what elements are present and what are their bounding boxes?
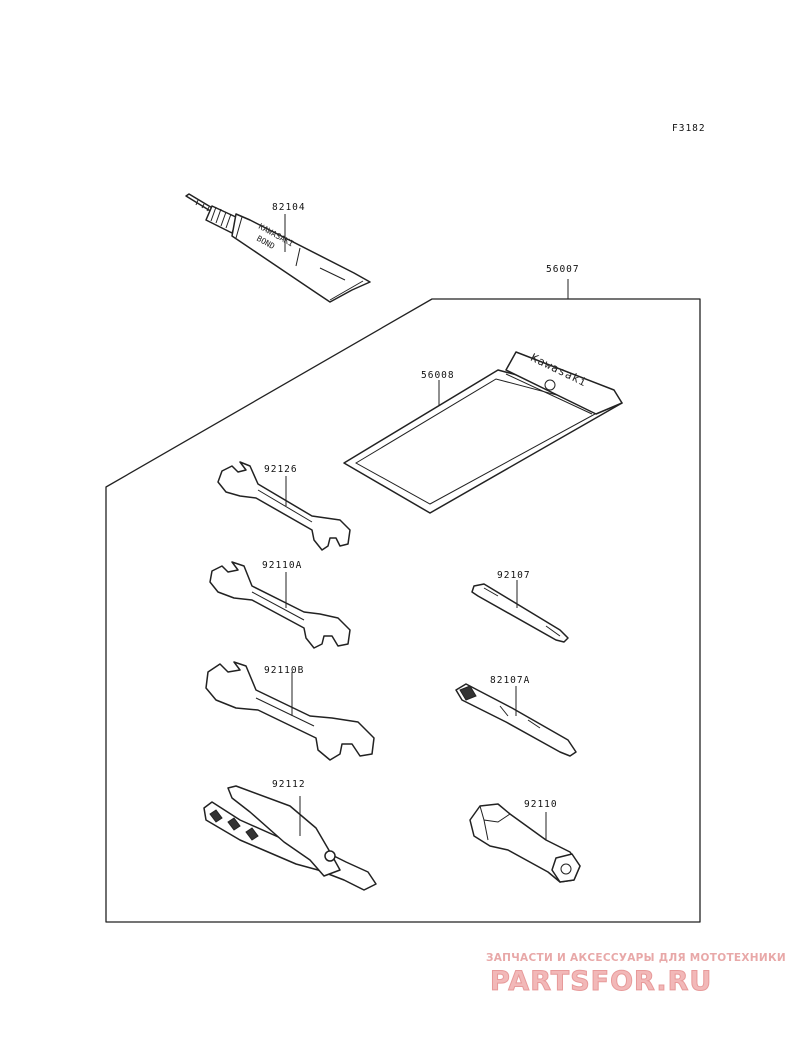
tool-bag: Kawasaki xyxy=(343,351,623,514)
tool-kit-outline xyxy=(105,279,701,923)
part-number-56008: 56008 xyxy=(421,370,455,381)
watermark-logo-text: PARTSFOR.RU xyxy=(490,966,712,996)
screwdriver-grip-82107a xyxy=(455,683,577,757)
wrench-92110b xyxy=(205,661,375,761)
pliers-92112 xyxy=(203,785,377,891)
screwdriver-92107 xyxy=(471,580,569,643)
part-number-92110a: 92110A xyxy=(262,560,302,571)
part-number-82104: 82104 xyxy=(272,202,306,213)
part-number-92112: 92112 xyxy=(272,779,306,790)
part-number-92107: 92107 xyxy=(497,570,531,581)
watermark-tagline: ЗАПЧАСТИ И АКСЕССУАРЫ ДЛЯ МОТОТЕХНИКИ xyxy=(486,952,786,964)
bond-tube: KAWASAKI BOND xyxy=(185,193,371,303)
part-number-56007: 56007 xyxy=(546,264,580,275)
watermark-logo: PARTSFOR.RU xyxy=(490,966,712,996)
plug-wrench-92110 xyxy=(469,803,581,883)
part-number-92110b: 92110B xyxy=(264,665,304,676)
part-number-82107a: 82107A xyxy=(490,675,530,686)
wrench-92110a xyxy=(209,561,351,649)
figure-code: F3182 xyxy=(672,123,706,134)
wrench-92126 xyxy=(217,461,351,551)
part-number-92110: 92110 xyxy=(524,799,558,810)
part-number-92126: 92126 xyxy=(264,464,298,475)
